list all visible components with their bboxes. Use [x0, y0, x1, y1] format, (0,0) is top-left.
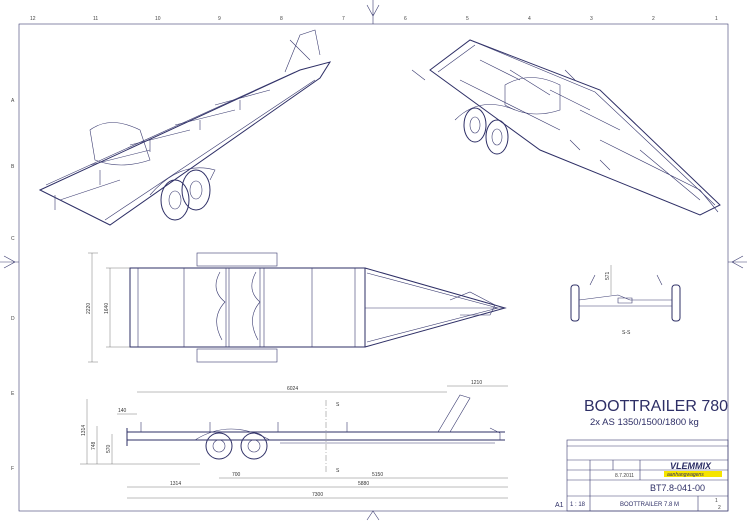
dim-label: 2220: [86, 303, 92, 314]
drawing-frame: [18, 23, 729, 512]
title-block: VLEMMIX aanhangwagens 8.7.2011 BT7.8-041…: [555, 439, 729, 512]
column-label: 12: [30, 16, 36, 22]
row-label: F: [11, 466, 14, 472]
column-label: 4: [528, 16, 531, 22]
section-label: S-S: [622, 330, 631, 336]
scale: 1 : 18: [570, 502, 586, 508]
sheet-count: 2: [718, 505, 721, 511]
column-label: 1: [715, 16, 718, 22]
sheet-size: A1: [555, 502, 564, 509]
isometric-view-rear: [38, 29, 332, 226]
border-row-labels: A B C D E F: [11, 98, 15, 472]
section-view-s-s: 571 S-S: [570, 265, 681, 336]
sheet-number: 1: [715, 498, 718, 504]
dim-label: 570: [106, 444, 112, 453]
column-label: 6: [404, 16, 407, 22]
dim-label: 700: [232, 472, 241, 478]
company-subtitle: aanhangwagens: [667, 472, 704, 478]
date: 8.7.2011: [615, 473, 634, 479]
dim-label: 1314: [170, 481, 181, 487]
section-marker-bottom: S: [336, 468, 340, 474]
isometric-view-front: [411, 39, 721, 216]
dim-label: 6024: [287, 386, 298, 392]
company-sub-band: [664, 471, 722, 477]
border-column-labels: 12 11 10 9 8 7 6 5 4 3 2 1: [30, 16, 718, 22]
dim-label: 5150: [372, 472, 383, 478]
dim-label: 571: [605, 271, 611, 280]
row-label: C: [11, 236, 15, 242]
column-label: 9: [218, 16, 221, 22]
row-label: B: [11, 164, 15, 170]
dim-label: 1314: [81, 425, 87, 436]
dim-label: 748: [91, 441, 97, 450]
column-label: 8: [280, 16, 283, 22]
company-logo: VLEMMIX: [670, 461, 712, 471]
row-label: A: [11, 98, 15, 104]
top-view: 2220 1640: [86, 252, 507, 363]
drawing-subtitle: 2x AS 1350/1500/1800 kg: [590, 417, 699, 428]
column-label: 2: [652, 16, 655, 22]
dim-label: 7300: [312, 492, 323, 498]
drawing-number: BT7.8-041-00: [650, 483, 705, 493]
section-marker-top: S: [336, 402, 340, 408]
dim-label: 5880: [358, 481, 369, 487]
column-label: 7: [342, 16, 345, 22]
row-label: D: [11, 316, 15, 322]
column-label: 5: [466, 16, 469, 22]
column-label: 11: [93, 16, 98, 22]
drawing-title: BOOTTRAILER 780: [584, 398, 728, 415]
dim-label: 1640: [104, 303, 110, 314]
side-view: S S 6024 1210 140 1314 748 570 700 5150 …: [80, 380, 508, 499]
dim-label: 140: [118, 408, 127, 414]
row-label: E: [11, 391, 15, 397]
column-label: 3: [590, 16, 593, 22]
column-label: 10: [155, 16, 161, 22]
dim-label: 1210: [471, 380, 482, 386]
drawing-name: BOOTTRAILER 7.8 M: [620, 502, 679, 508]
